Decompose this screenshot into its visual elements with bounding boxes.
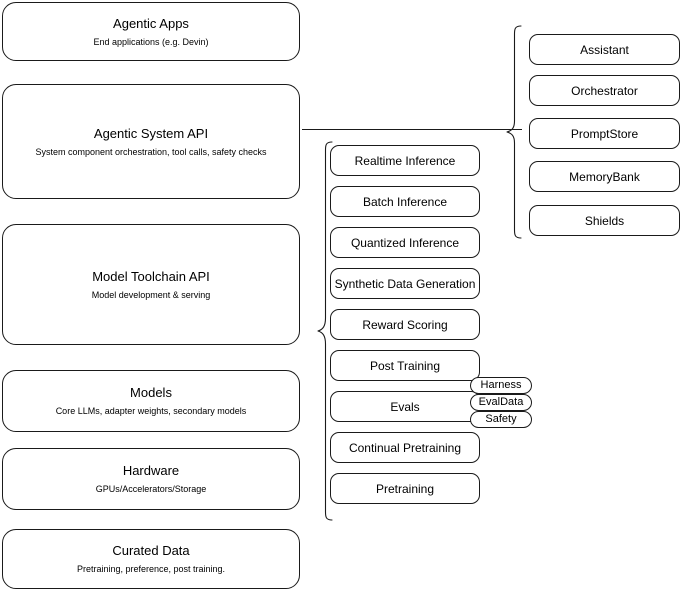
capability-label: Quantized Inference [350, 235, 460, 250]
capability-post-training[interactable]: Post Training [330, 350, 480, 381]
badge-harness[interactable]: Harness [470, 377, 532, 394]
capability-label: Continual Pretraining [348, 440, 462, 455]
layer-card-model-toolchain-api[interactable]: Model Toolchain API Model development & … [2, 224, 300, 345]
capability-label: Realtime Inference [354, 153, 456, 168]
capability-quantized-inference[interactable]: Quantized Inference [330, 227, 480, 258]
layer-card-models[interactable]: Models Core LLMs, adapter weights, secon… [2, 370, 300, 432]
brace-agentic-components [506, 25, 522, 239]
capability-batch-inference[interactable]: Batch Inference [330, 186, 480, 217]
layer-subtitle: System component orchestration, tool cal… [35, 146, 267, 157]
badge-label: Harness [480, 379, 522, 391]
component-shields[interactable]: Shields [529, 205, 680, 236]
capability-label: Pretraining [375, 481, 435, 496]
component-promptstore[interactable]: PromptStore [529, 118, 680, 149]
capability-continual-pretraining[interactable]: Continual Pretraining [330, 432, 480, 463]
layer-card-agentic-system-api[interactable]: Agentic System API System component orch… [2, 84, 300, 199]
capability-label: Post Training [369, 358, 441, 373]
badge-evaldata[interactable]: EvalData [470, 394, 532, 411]
layer-subtitle: Pretraining, preference, post training. [76, 564, 226, 574]
layer-card-agentic-apps[interactable]: Agentic Apps End applications (e.g. Devi… [2, 2, 300, 61]
capability-label: Evals [390, 399, 420, 414]
component-label: Assistant [580, 42, 629, 57]
capability-synthetic-data-generation[interactable]: Synthetic Data Generation [330, 268, 480, 299]
layer-title: Models [130, 385, 172, 400]
layer-title: Agentic System API [93, 125, 209, 141]
layer-card-hardware[interactable]: Hardware GPUs/Accelerators/Storage [2, 448, 300, 510]
layer-subtitle: Core LLMs, adapter weights, secondary mo… [55, 406, 247, 416]
capability-realtime-inference[interactable]: Realtime Inference [330, 145, 480, 176]
component-assistant[interactable]: Assistant [529, 34, 680, 65]
layer-title: Agentic Apps [113, 15, 189, 31]
layer-card-curated-data[interactable]: Curated Data Pretraining, preference, po… [2, 529, 300, 589]
capability-label: Reward Scoring [362, 317, 448, 332]
component-memorybank[interactable]: MemoryBank [529, 161, 680, 192]
capability-reward-scoring[interactable]: Reward Scoring [330, 309, 480, 340]
brace-model-toolchain [317, 141, 333, 521]
capability-label: Synthetic Data Generation [334, 276, 476, 291]
layer-title: Curated Data [112, 543, 190, 558]
badge-label: Safety [485, 413, 517, 425]
component-label: PromptStore [570, 126, 639, 141]
layer-title: Model Toolchain API [92, 268, 210, 284]
component-label: Orchestrator [571, 83, 638, 98]
component-label: Shields [584, 213, 625, 228]
badge-label: EvalData [478, 396, 524, 408]
connector-agentic-system-api-to-components [302, 129, 522, 130]
capability-label: Batch Inference [362, 194, 448, 209]
component-orchestrator[interactable]: Orchestrator [529, 75, 680, 106]
capability-evals[interactable]: Evals [330, 391, 480, 422]
layer-title: Hardware [122, 463, 180, 478]
badge-safety[interactable]: Safety [470, 411, 532, 428]
layer-subtitle: Model development & serving [91, 289, 211, 300]
component-label: MemoryBank [569, 169, 640, 184]
layer-subtitle: GPUs/Accelerators/Storage [95, 484, 207, 494]
capability-pretraining[interactable]: Pretraining [330, 473, 480, 504]
layer-subtitle: End applications (e.g. Devin) [93, 36, 209, 47]
